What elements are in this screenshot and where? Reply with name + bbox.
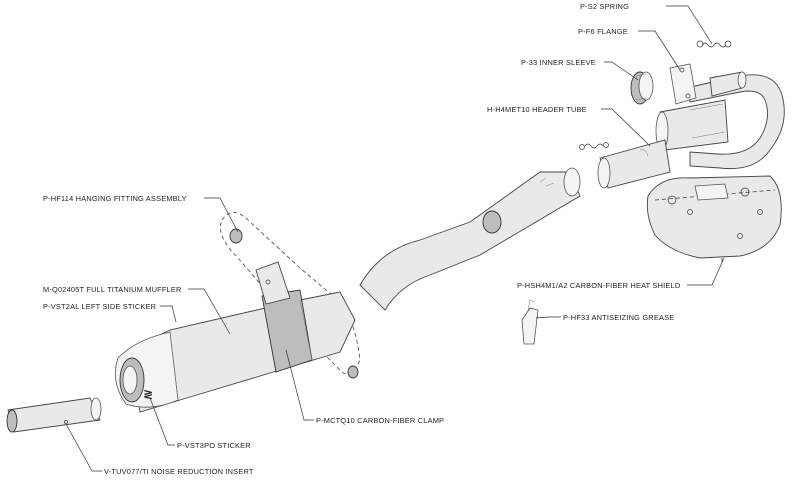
- label-left-sticker: P-VST2AL LEFT SIDE STICKER: [43, 302, 156, 311]
- mid-spring-part: [579, 142, 609, 150]
- label-clamp: P-MCTQ10 CARBON-FIBER CLAMP: [316, 416, 444, 425]
- flange-part: [669, 63, 697, 105]
- svg-text:≷: ≷: [143, 387, 153, 401]
- label-spring: P-S2 SPRING: [580, 2, 629, 11]
- muffler-part: ≷: [114, 261, 356, 413]
- label-sticker: P-VST3PO STICKER: [177, 441, 251, 450]
- header-lower-pipe: [597, 139, 671, 189]
- label-grease: P-HF33 ANTISEIZING GREASE: [563, 313, 674, 322]
- label-insert: V-TUV077/TI NOISE REDUCTION INSERT: [104, 467, 254, 476]
- link-pipe-part: [359, 167, 581, 311]
- hanging-fitting-part: [219, 212, 361, 379]
- label-header-tube: H-H4MET10 HEADER TUBE: [487, 105, 587, 114]
- grease-tube-part: [521, 299, 539, 345]
- noise-insert-part: [6, 397, 102, 433]
- label-flange: P-F6 FLANGE: [578, 27, 628, 36]
- label-muffler: M-Q02405T FULL TITANIUM MUFFLER: [43, 285, 182, 294]
- label-inner-sleeve: P-33 INNER SLEEVE: [521, 58, 596, 67]
- inner-sleeve-part: [630, 71, 654, 105]
- label-heat-shield: P-HSH4M1/A2 CARBON-FIBER HEAT SHIELD: [517, 281, 680, 290]
- part-labels: P-S2 SPRING P-F6 FLANGE P-33 INNER SLEEV…: [43, 2, 680, 476]
- heat-shield-part: [646, 175, 782, 262]
- spring-part: [696, 40, 732, 48]
- label-hanging-fitting: P-HF114 HANGING FITTING ASSEMBLY: [43, 194, 187, 203]
- leader-lines: [65, 5, 725, 472]
